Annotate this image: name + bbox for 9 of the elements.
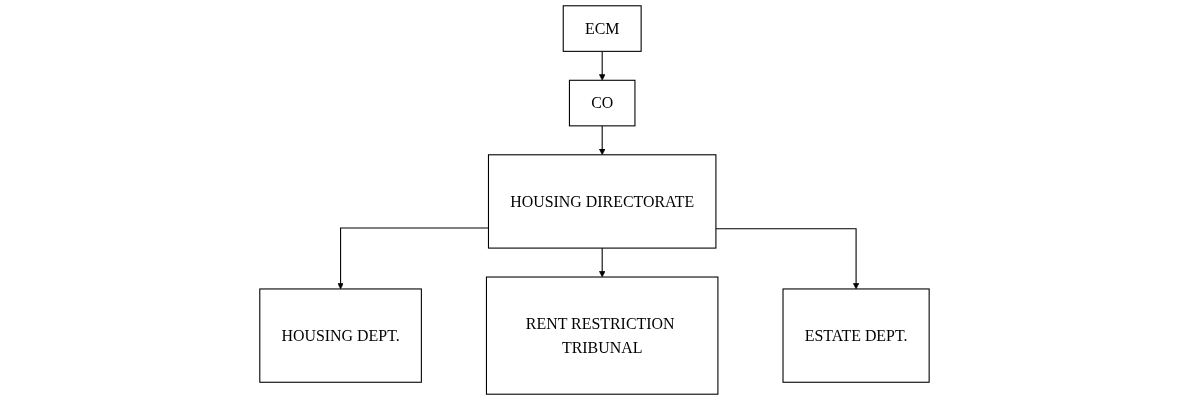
node-box: HOUSING DEPT. bbox=[258, 288, 422, 383]
arrow bbox=[598, 125, 605, 156]
node-box: CO bbox=[568, 79, 635, 127]
node-box: ECM bbox=[562, 5, 642, 52]
node-box: RENT RESTRICTION TRIBUNAL bbox=[485, 276, 718, 395]
arrow bbox=[598, 50, 605, 81]
node-box: ESTATE DEPT. bbox=[782, 288, 930, 383]
node-box: HOUSING DIRECTORATE bbox=[487, 154, 716, 249]
arrow bbox=[598, 247, 605, 278]
